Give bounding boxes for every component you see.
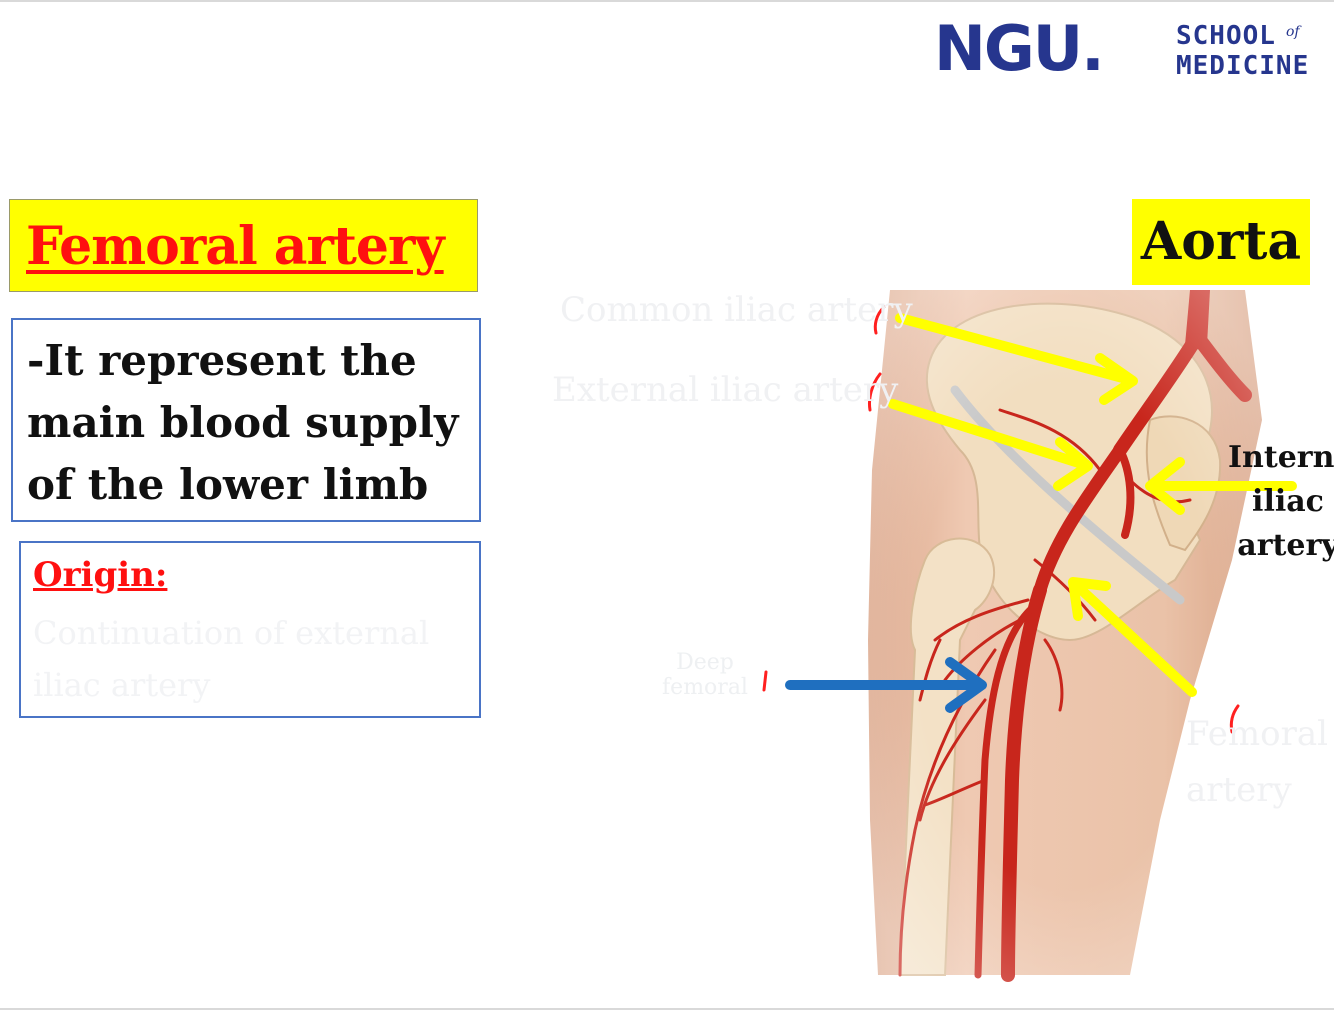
logo-school-text: SCHOOL [1176,21,1276,51]
origin-label: Origin: [33,555,168,595]
faded-label-deep-femoral: Deep femoral [662,650,748,700]
faded-label-common-iliac: Common iliac artery [560,290,913,330]
arrow-external-iliac [888,399,1093,491]
red-tick-marks [762,305,1240,734]
top-border [0,0,1334,2]
description-text: -It represent the main blood supply of t… [27,336,459,509]
bottom-border [0,1008,1334,1010]
arrow-common-iliac [895,313,1138,405]
arrow-femoral [1068,577,1197,697]
aorta-label-box: Aorta [1132,199,1310,285]
logo-ngu-text: NGU. [934,12,1105,85]
title-box: Femoral artery [9,199,478,292]
faded-label-external-iliac: External iliac artery [552,370,899,410]
yellow-arrows [888,313,1297,697]
origin-faded-text: Continuation of external iliac artery [33,614,430,704]
description-box: -It represent the main blood supply of t… [11,318,481,522]
aorta-label: Aorta [1140,211,1302,272]
slide-title: Femoral artery [26,216,445,277]
internal-iliac-label: Internal iliac artery [1228,440,1334,563]
ngu-school-of-medicine-logo: NGU. SCHOOL of MEDICINE [934,14,1314,84]
origin-box: Origin: Continuation of external iliac a… [19,541,481,718]
arrow-internal-iliac [1145,457,1297,515]
faded-label-femoral: Femoral artery [1186,714,1328,810]
logo-medicine-text: MEDICINE [1176,51,1310,81]
logo-of-text: of [1286,24,1300,40]
blue-arrow-deep-femoral [785,657,987,713]
